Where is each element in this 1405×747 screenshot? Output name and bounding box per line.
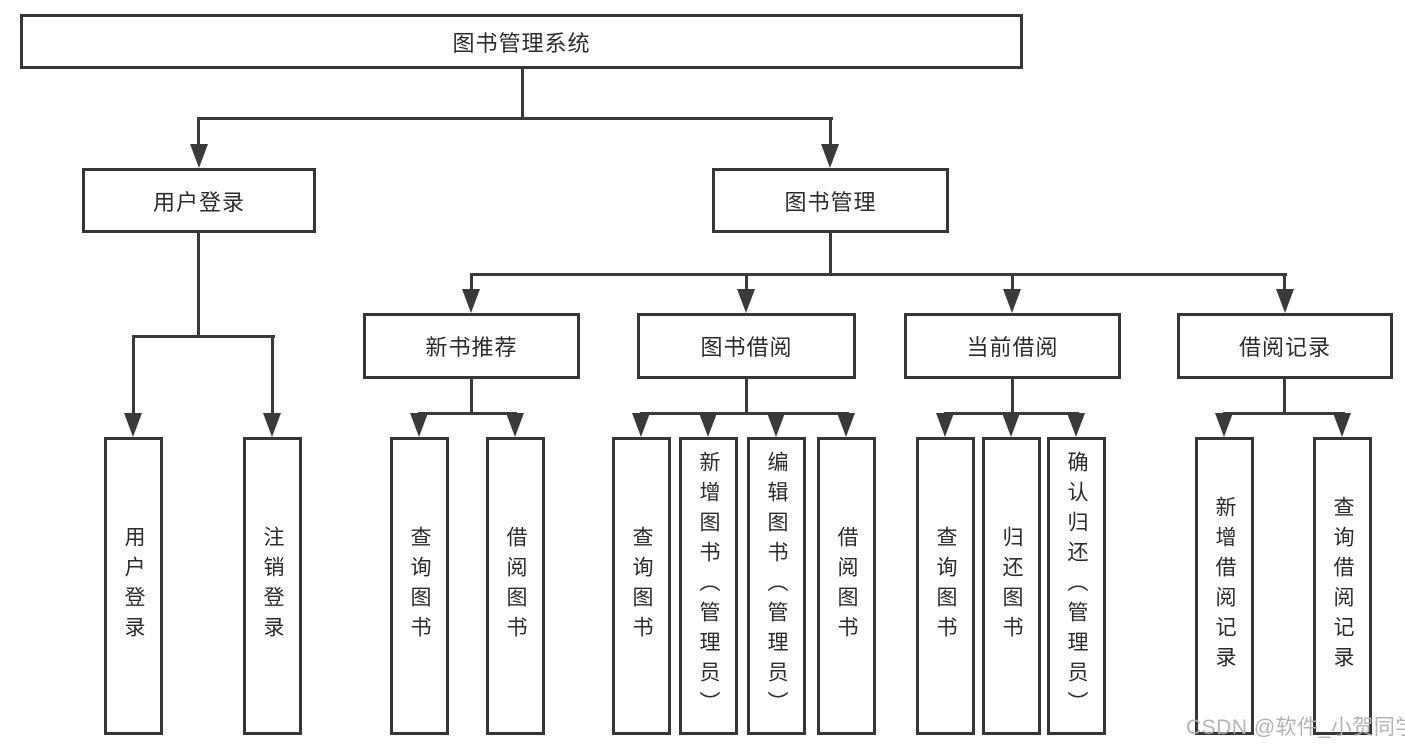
arrowhead-leaf-icon xyxy=(1002,413,1020,437)
edge-book-borrow-drop xyxy=(745,273,748,291)
arrowhead-leaf-icon xyxy=(506,413,524,437)
node-borrowing-records-label: 借阅记录 xyxy=(1238,335,1331,360)
node-current-borrowing: 当前借阅 xyxy=(904,313,1121,379)
edge-user-login-stem xyxy=(197,233,200,338)
leaf-query-books-1: 查询图书 xyxy=(390,437,449,735)
leaf-edit-books-admin-label: 编辑图书（管理员） xyxy=(765,451,788,721)
arrowhead-leaf-icon xyxy=(1067,413,1085,437)
edge-level2-rail xyxy=(197,117,833,120)
node-new-book-recommendation-label: 新书推荐 xyxy=(425,335,518,360)
leaf-query-books-3: 查询图书 xyxy=(916,437,975,735)
edge-new-book-rail xyxy=(418,412,517,415)
node-borrowing-records: 借阅记录 xyxy=(1177,313,1393,379)
edge-book-management-stem xyxy=(829,233,832,276)
arrowhead-leaf-icon xyxy=(410,413,428,437)
leaf-return-books-label: 归还图书 xyxy=(1000,526,1023,646)
node-book-borrowing-label: 图书借阅 xyxy=(700,335,793,360)
leaf-borrow-books-2: 借阅图书 xyxy=(817,437,876,735)
leaf-confirm-return-admin: 确认归还（管理员） xyxy=(1047,437,1106,735)
edge-borrow-records-drop xyxy=(1283,273,1286,291)
leaf-borrow-books-1-label: 借阅图书 xyxy=(504,526,527,646)
edge-user-login-rail xyxy=(132,335,275,338)
node-current-borrowing-label: 当前借阅 xyxy=(966,335,1059,360)
leaf-return-books: 归还图书 xyxy=(982,437,1041,735)
edge-book-borrow-rail xyxy=(640,412,849,415)
leaf-add-borrow-record: 新增借阅记录 xyxy=(1195,437,1254,735)
node-book-management: 图书管理 xyxy=(712,168,949,233)
node-user-login: 用户登录 xyxy=(82,168,316,233)
edge-logout-leaf-drop xyxy=(271,335,274,415)
edge-level3-rail xyxy=(470,273,1287,276)
arrowhead-leaf-icon xyxy=(767,413,785,437)
edge-book-management-drop xyxy=(829,117,832,145)
arrowhead-leaf-icon xyxy=(1333,413,1351,437)
arrowhead-leaf-icon xyxy=(837,413,855,437)
node-user-login-label: 用户登录 xyxy=(152,189,245,215)
leaf-user-login-label: 用户登录 xyxy=(122,526,145,646)
leaf-query-borrow-record: 查询借阅记录 xyxy=(1313,437,1372,735)
arrowhead-new-book-icon xyxy=(462,289,480,313)
edge-user-login-drop xyxy=(197,117,200,145)
leaf-query-books-3-label: 查询图书 xyxy=(934,526,957,646)
leaf-confirm-return-admin-label: 确认归还（管理员） xyxy=(1065,451,1088,721)
node-book-management-label: 图书管理 xyxy=(784,189,877,215)
edge-book-borrow-stem xyxy=(745,379,748,415)
arrowhead-borrow-records-icon xyxy=(1276,289,1294,313)
edge-current-borrow-stem xyxy=(1011,379,1014,415)
csdn-watermark: CSDN @软件_小贺同学 xyxy=(1186,716,1405,739)
leaf-user-login: 用户登录 xyxy=(104,437,163,735)
edge-new-book-drop xyxy=(470,273,473,291)
edge-root-stem xyxy=(521,69,524,120)
leaf-query-borrow-record-label: 查询借阅记录 xyxy=(1331,496,1354,676)
node-library-management-system-label: 图书管理系统 xyxy=(452,30,591,56)
leaf-borrow-books-1: 借阅图书 xyxy=(486,437,545,735)
leaf-edit-books-admin: 编辑图书（管理员） xyxy=(747,437,806,735)
arrowhead-login-leaf-icon xyxy=(124,413,142,437)
leaf-logout-label: 注销登录 xyxy=(261,526,284,646)
leaf-add-books-admin-label: 新增图书（管理员） xyxy=(697,451,720,721)
leaf-query-books-2: 查询图书 xyxy=(612,437,671,735)
arrowhead-leaf-icon xyxy=(936,413,954,437)
leaf-add-borrow-record-label: 新增借阅记录 xyxy=(1213,496,1236,676)
arrowhead-book-borrow-icon xyxy=(737,289,755,313)
edge-borrow-records-stem xyxy=(1283,379,1286,415)
edge-borrow-records-rail xyxy=(1223,412,1345,415)
leaf-add-books-admin: 新增图书（管理员） xyxy=(679,437,738,735)
edge-current-borrow-drop xyxy=(1011,273,1014,291)
edge-new-book-stem xyxy=(470,379,473,415)
edge-login-leaf-drop xyxy=(132,335,135,415)
leaf-query-books-1-label: 查询图书 xyxy=(408,526,431,646)
leaf-query-books-2-label: 查询图书 xyxy=(630,526,653,646)
arrowhead-current-borrow-icon xyxy=(1003,289,1021,313)
arrowhead-book-management-icon xyxy=(821,144,839,168)
arrowhead-leaf-icon xyxy=(699,413,717,437)
leaf-logout: 注销登录 xyxy=(243,437,302,735)
leaf-borrow-books-2-label: 借阅图书 xyxy=(835,526,858,646)
arrowhead-leaf-icon xyxy=(632,413,650,437)
node-library-management-system: 图书管理系统 xyxy=(20,14,1023,69)
arrowhead-logout-leaf-icon xyxy=(263,413,281,437)
node-new-book-recommendation: 新书推荐 xyxy=(363,313,580,379)
arrowhead-user-login-icon xyxy=(190,144,208,168)
arrowhead-leaf-icon xyxy=(1215,413,1233,437)
node-book-borrowing: 图书借阅 xyxy=(637,313,856,379)
